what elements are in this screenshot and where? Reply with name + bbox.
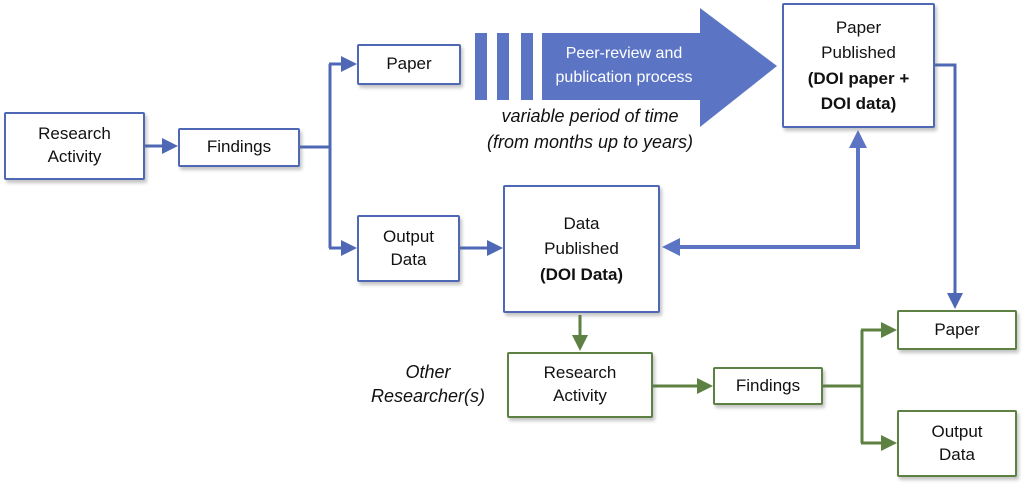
box-paper-1: Paper: [357, 44, 461, 85]
box-findings-2: Findings: [713, 367, 823, 405]
time-note: variable period of time (from months up …: [430, 103, 750, 155]
box-label-line: Research: [543, 363, 617, 383]
box-label-line: Activity: [47, 147, 102, 166]
box-label-line: Paper: [934, 319, 980, 339]
arrowhead-into-paper1: [341, 56, 357, 72]
box-paper-2: Paper: [897, 310, 1017, 350]
other-researchers-line: Other: [405, 362, 451, 382]
box-label-line: Paper: [835, 17, 882, 37]
arrowhead-into-paper2-left: [881, 322, 897, 338]
arrowhead-into-datapublished-right: [662, 238, 680, 256]
box-label-line: (DOI Data): [539, 264, 624, 284]
box-label-line: Published: [544, 239, 619, 259]
connector-paperpublished-to-paper2: [935, 63, 957, 296]
other-researchers-label: Other Researcher(s): [348, 360, 508, 408]
box-output-data-1: Output Data: [357, 215, 460, 282]
process-bar-1: [475, 33, 487, 100]
box-label-line: Findings: [735, 375, 801, 395]
box-label-line: DOI data): [820, 94, 897, 113]
box-label-line: Research: [38, 124, 111, 144]
box-label-line: Activity: [553, 386, 607, 405]
box-output-data-2: Output Data: [897, 410, 1017, 477]
box-research-activity-1: Research Activity: [4, 112, 145, 180]
box-label-line: (DOI paper +: [807, 68, 910, 88]
arrowhead-into-datapublished-left: [487, 240, 503, 256]
arrowhead-into-paper2-top: [947, 293, 963, 309]
box-label-line: Findings: [206, 137, 272, 157]
box-research-activity-2: Research Activity: [507, 352, 653, 418]
arrowhead-into-ra2-top: [572, 335, 588, 351]
process-bar-3: [521, 33, 533, 100]
box-data-published: Data Published (DOI Data): [503, 185, 660, 313]
arrowhead-into-outputdata1: [341, 240, 357, 256]
arrowhead-into-outputdata2-left: [881, 435, 897, 451]
box-label-line: Data: [390, 249, 427, 269]
box-label-line: Output: [931, 421, 983, 441]
time-note-line: variable period of time: [501, 106, 679, 126]
arrowhead-into-findings2: [697, 378, 713, 394]
arrowhead-into-paperpublished-bottom: [849, 130, 867, 148]
arrowhead-into-findings1: [162, 138, 178, 154]
box-label-line: Output: [382, 226, 435, 246]
process-arrow-label-line: Peer-review and: [565, 45, 683, 62]
box-label-line: Paper: [386, 54, 432, 74]
process-arrow-label: Peer-review and publication process: [545, 42, 703, 90]
process-arrow-shape: [542, 8, 777, 127]
time-note-line: (from months up to years): [486, 132, 694, 152]
box-label-line: Data: [939, 444, 975, 464]
process-bar-2: [497, 33, 509, 100]
process-arrow-label-line: publication process: [555, 69, 693, 86]
box-paper-published: Paper Published (DOI paper + DOI data): [782, 3, 935, 128]
box-label-line: Data: [563, 213, 600, 233]
other-researchers-line: Researcher(s): [370, 386, 486, 406]
box-findings-1: Findings: [178, 128, 300, 167]
box-label-line: Published: [821, 43, 896, 62]
